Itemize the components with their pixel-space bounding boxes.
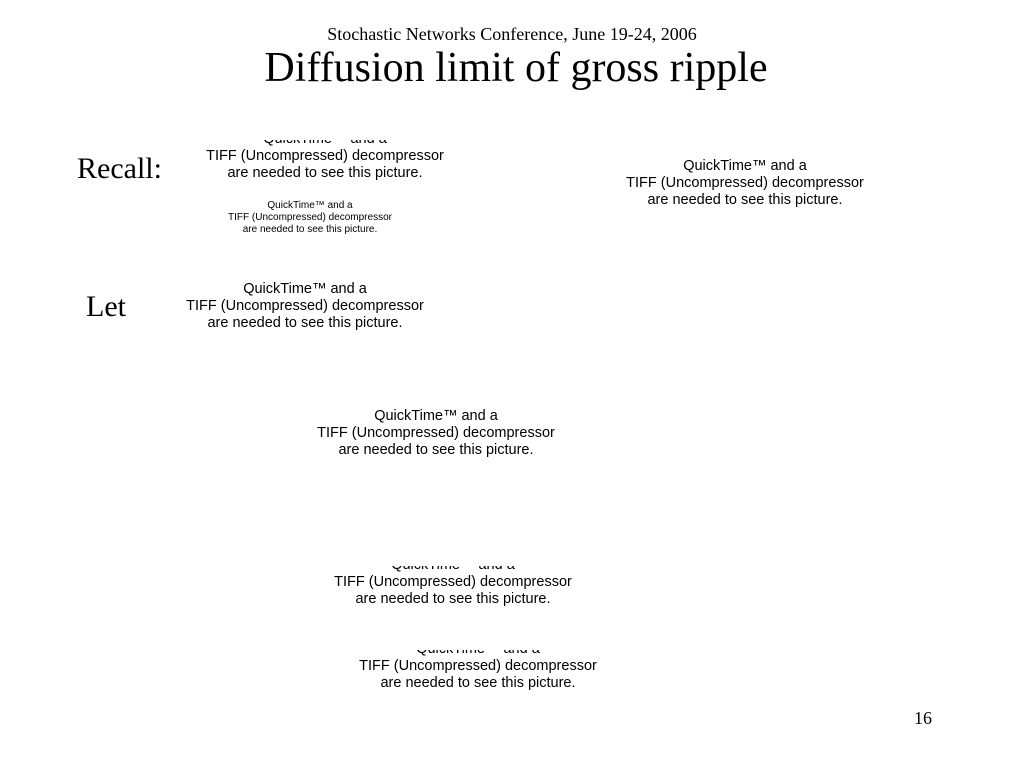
placeholder-line-1: QuickTime™ and a: [243, 281, 367, 297]
quicktime-placeholder-3: QuickTime™ and a TIFF (Uncompressed) dec…: [600, 158, 890, 212]
placeholder-line-2: TIFF (Uncompressed) decompressor: [626, 175, 864, 191]
placeholder-line-3: are needed to see this picture.: [380, 675, 576, 691]
quicktime-placeholder-5: QuickTime™ and a TIFF (Uncompressed) dec…: [290, 408, 582, 462]
quicktime-placeholder-7: QuickTime™ and a TIFF (Uncompressed) dec…: [330, 650, 626, 698]
quicktime-placeholder-4: QuickTime™ and a TIFF (Uncompressed) dec…: [160, 281, 450, 335]
placeholder-line-2: TIFF (Uncompressed) decompressor: [359, 658, 597, 674]
placeholder-line-1: QuickTime™ and a: [683, 158, 807, 174]
placeholder-line-1: QuickTime™ and a: [180, 140, 470, 148]
placeholder-line-2: TIFF (Uncompressed) decompressor: [186, 298, 424, 314]
placeholder-line-3: are needed to see this picture.: [647, 192, 843, 208]
placeholder-line-2: TIFF (Uncompressed) decompressor: [206, 148, 444, 164]
placeholder-line-1: QuickTime™ and a: [374, 408, 498, 424]
placeholder-line-2: TIFF (Uncompressed) decompressor: [317, 425, 555, 441]
placeholder-line-1: QuickTime™ and a: [267, 200, 353, 211]
placeholder-line-3: are needed to see this picture.: [242, 224, 378, 235]
recall-label: Recall:: [77, 152, 162, 185]
placeholder-line-2: TIFF (Uncompressed) decompressor: [334, 574, 572, 590]
placeholder-line-3: are needed to see this picture.: [227, 165, 423, 180]
page-number: 16: [914, 708, 932, 728]
let-label: Let: [86, 290, 126, 323]
placeholder-line-3: are needed to see this picture.: [338, 442, 534, 458]
placeholder-line-1: QuickTime™ and a: [330, 650, 626, 658]
conference-header: Stochastic Networks Conference, June 19-…: [327, 24, 697, 44]
quicktime-placeholder-1: QuickTime™ and a TIFF (Uncompressed) dec…: [180, 140, 470, 180]
placeholder-line-3: are needed to see this picture.: [355, 591, 551, 607]
quicktime-placeholder-6: QuickTime™ and a TIFF (Uncompressed) dec…: [305, 566, 601, 614]
slide-title: Diffusion limit of gross ripple: [264, 45, 768, 91]
placeholder-line-3: are needed to see this picture.: [207, 315, 403, 331]
placeholder-line-2: TIFF (Uncompressed) decompressor: [228, 212, 392, 223]
placeholder-line-1: QuickTime™ and a: [305, 566, 601, 574]
quicktime-placeholder-2: QuickTime™ and a TIFF (Uncompressed) dec…: [205, 200, 415, 238]
